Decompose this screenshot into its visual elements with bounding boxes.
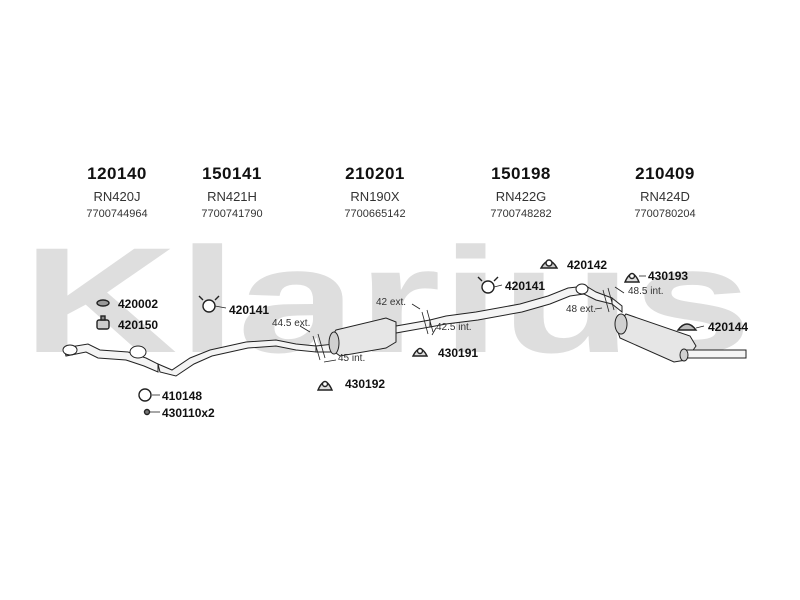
reference-code: RN190X	[350, 189, 400, 204]
oem-number: 7700741790	[201, 208, 263, 220]
part-label: 420002	[118, 297, 159, 311]
ring-gasket-icon	[138, 388, 152, 402]
mounting-rubber-icon	[96, 315, 110, 330]
part-label: 410148	[162, 389, 203, 403]
dimension-label: 48 ext.	[566, 304, 597, 315]
part-label: 420150	[118, 318, 159, 332]
mounting-rubber-icon	[623, 272, 641, 283]
part-label: 420142	[567, 258, 608, 272]
mounting-rubber-icon	[676, 323, 698, 331]
gasket-icon	[96, 299, 110, 307]
dimension-label: 45 int.	[338, 353, 366, 364]
part-number: 120140	[87, 164, 147, 183]
part-label: 420141	[229, 303, 270, 317]
rear-silencer	[611, 296, 747, 363]
part-number: 210409	[635, 164, 695, 183]
header-col-1: 120140 RN420J 7700744964	[52, 164, 182, 220]
clamp-icon	[198, 295, 220, 313]
part-label: 430191	[438, 346, 479, 360]
clamp-icon	[477, 276, 499, 294]
reference-code: RN422G	[495, 189, 547, 204]
reference-code: RN420J	[93, 189, 141, 204]
bolt-icon	[143, 408, 151, 416]
part-label: 430193	[648, 269, 689, 283]
part-number: 150141	[202, 164, 262, 183]
reference-code: RN424D	[640, 189, 690, 204]
part-label: 430192	[345, 377, 386, 391]
part-label: 420144	[708, 320, 749, 334]
front-pipe	[62, 343, 159, 373]
intermediate-pipe	[157, 339, 317, 377]
part-number: 210201	[345, 164, 405, 183]
centre-silencer	[315, 317, 431, 357]
header-col-5: 210409 RN424D 7700780204	[600, 164, 730, 220]
header-col-3: 210201 RN190X 7700665142	[310, 164, 440, 220]
reference-code: RN421H	[207, 189, 257, 204]
header-col-2: 150141 RN421H 7700741790	[167, 164, 297, 220]
mounting-rubber-icon	[539, 259, 559, 269]
mounting-rubber-icon	[411, 347, 429, 357]
part-label: 420141	[505, 279, 546, 293]
oem-number: 7700665142	[344, 208, 406, 220]
mounting-rubber-icon	[316, 380, 334, 391]
dimension-label: 42 ext.	[376, 297, 407, 308]
oem-number: 7700744964	[86, 208, 148, 220]
dimension-label: 42.5 int.	[436, 322, 472, 333]
dimension-label: 48.5 int.	[628, 286, 664, 297]
oem-number: 7700780204	[634, 208, 696, 220]
dimension-label: 44.5 ext.	[272, 318, 311, 329]
oem-number: 7700748282	[490, 208, 552, 220]
header-col-4: 150198 RN422G 7700748282	[456, 164, 586, 220]
part-label: 430110x2	[162, 406, 215, 420]
part-number: 150198	[491, 164, 551, 183]
